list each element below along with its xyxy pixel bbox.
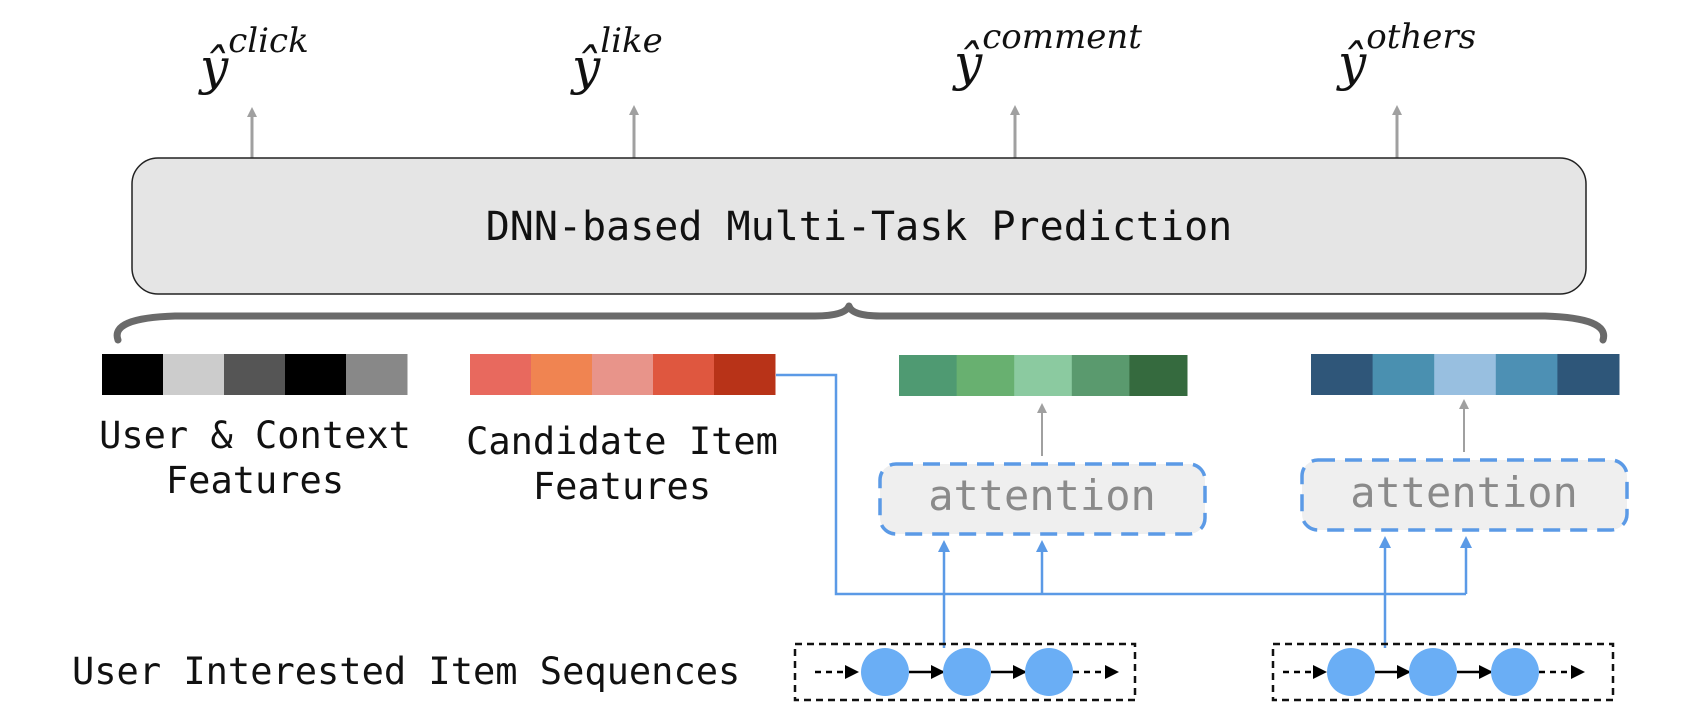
curly-brace	[113, 302, 1608, 344]
attention-box-1: attention	[878, 462, 1207, 536]
output-others: ŷothers	[1336, 17, 1476, 92]
attention-box-2: attention	[1300, 458, 1629, 532]
sequences-label: User Interested Item Sequences	[72, 650, 740, 693]
feature-segment	[102, 354, 164, 395]
feature-segment	[1014, 355, 1073, 396]
feature-bars	[102, 354, 1620, 396]
output-superscript: others	[1366, 17, 1476, 57]
seq-embed-1-feature-bar	[899, 355, 1188, 396]
feature-segment	[592, 354, 654, 395]
attention-label: attention	[928, 471, 1156, 520]
feature-segment	[224, 354, 286, 395]
svg-text:ŷlike: ŷlike	[570, 21, 663, 96]
user-context-label-line1: User & Context	[99, 414, 411, 457]
attention-label: attention	[1350, 468, 1578, 517]
feature-segment	[899, 355, 958, 396]
feature-segment	[956, 355, 1015, 396]
seq-embed-2-feature-bar	[1311, 354, 1620, 395]
output-click: ŷclick	[198, 21, 309, 96]
sequence-box-1	[793, 642, 1137, 702]
sequence-item-node	[1491, 648, 1539, 696]
dnn-box-label: DNN-based Multi-Task Prediction	[486, 204, 1233, 250]
feature-segment	[470, 354, 532, 395]
sequence-item-node	[861, 648, 909, 696]
output-symbol: ŷ	[1336, 34, 1367, 92]
svg-text:ŷothers: ŷothers	[1336, 17, 1476, 92]
feature-segment	[346, 354, 408, 395]
candidate-item-label-line2: Features	[533, 465, 711, 508]
feature-segment	[653, 354, 715, 395]
user-context-feature-bar	[102, 354, 408, 395]
feature-segment	[1372, 354, 1435, 395]
sequence-item-node	[1327, 648, 1375, 696]
output-superscript: like	[600, 21, 662, 61]
sequence-item-node	[1409, 648, 1457, 696]
sequence-item-node	[1025, 648, 1073, 696]
candidate-item-label-line1: Candidate Item	[466, 420, 778, 463]
feature-segment	[714, 354, 776, 395]
candidate-to-attention-connector	[776, 373, 1472, 596]
output-superscript: comment	[982, 17, 1142, 57]
feature-segment	[1434, 354, 1497, 395]
feature-segment	[1071, 355, 1130, 396]
candidate-item-feature-bar	[470, 354, 776, 395]
sequence-box-2	[1271, 642, 1615, 702]
output-symbol: ŷ	[198, 38, 229, 96]
output-symbol: ŷ	[570, 38, 601, 96]
svg-text:ŷcomment: ŷcomment	[952, 17, 1142, 92]
sequence-item-node	[943, 648, 991, 696]
svg-text:ŷclick: ŷclick	[198, 21, 309, 96]
feature-segment	[1129, 355, 1188, 396]
user-context-label-line2: Features	[166, 459, 344, 502]
feature-segment	[1495, 354, 1558, 395]
dnn-box	[131, 157, 1587, 295]
output-superscript: click	[228, 21, 308, 61]
feature-segment	[1557, 354, 1620, 395]
output-comment: ŷcomment	[952, 17, 1142, 92]
feature-segment	[163, 354, 225, 395]
output-like: ŷlike	[570, 21, 663, 96]
output-symbol: ŷ	[952, 34, 983, 92]
feature-segment	[531, 354, 593, 395]
feature-segment	[1311, 354, 1374, 395]
sequence-to-attention-connector	[938, 536, 1391, 648]
feature-segment	[285, 354, 347, 395]
